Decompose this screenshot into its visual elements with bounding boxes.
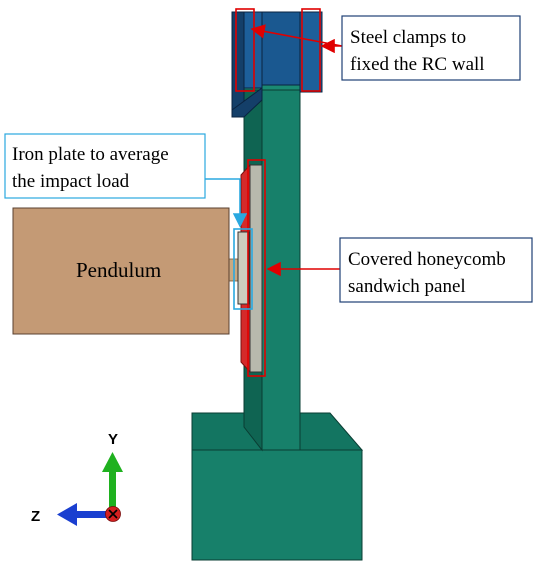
panel-label-box bbox=[339, 237, 533, 303]
steel-clamps-callout: Steel clamps to fixed the RC wall bbox=[250, 15, 521, 81]
right-clamp-side bbox=[261, 11, 301, 86]
iron-plate-label-box bbox=[4, 133, 206, 199]
iron-plate-label-line1: Iron plate to average bbox=[12, 144, 169, 165]
z-axis-arrowhead bbox=[57, 503, 77, 526]
pendulum-label: Pendulum bbox=[76, 258, 161, 282]
iron-plate-leader bbox=[205, 178, 248, 228]
y-axis-arrowhead bbox=[102, 452, 123, 472]
panel-label-line1: Covered honeycomb bbox=[348, 249, 506, 270]
z-axis-shaft bbox=[75, 511, 109, 518]
left-clamp-bottom bbox=[231, 87, 263, 118]
iron-plate-callout: Iron plate to average the impact load bbox=[4, 133, 248, 228]
panel-highlight bbox=[247, 159, 266, 377]
pendulum-mass bbox=[12, 207, 230, 335]
panel-callout: Covered honeycomb sandwich panel bbox=[266, 237, 533, 303]
coordinate-axes: Y Z bbox=[31, 431, 123, 526]
x-axis-cross bbox=[108, 509, 118, 519]
y-axis-shaft bbox=[109, 470, 116, 514]
base-block bbox=[191, 412, 364, 561]
left-clamp bbox=[243, 11, 263, 89]
base-front-face bbox=[191, 449, 363, 561]
iron-plate bbox=[237, 231, 250, 305]
z-axis-label: Z bbox=[31, 508, 40, 525]
steel-clamps-label-box bbox=[341, 15, 521, 81]
right-clamp bbox=[299, 11, 323, 93]
right-clamp-highlight bbox=[301, 8, 321, 92]
y-axis-label: Y bbox=[108, 431, 118, 448]
steel-clamps-label-line1: Steel clamps to bbox=[350, 27, 466, 48]
left-clamp-side bbox=[231, 11, 245, 118]
left-clamp-highlight bbox=[235, 8, 255, 92]
iron-plate-label-line2: the impact load bbox=[12, 171, 130, 192]
panel-core bbox=[249, 164, 263, 373]
pendulum-assembly: Pendulum bbox=[12, 207, 250, 335]
steel-clamps-label-line2: fixed the RC wall bbox=[350, 54, 485, 75]
panel-label-line2: sandwich panel bbox=[348, 276, 466, 297]
iron-plate-highlight bbox=[233, 228, 253, 310]
